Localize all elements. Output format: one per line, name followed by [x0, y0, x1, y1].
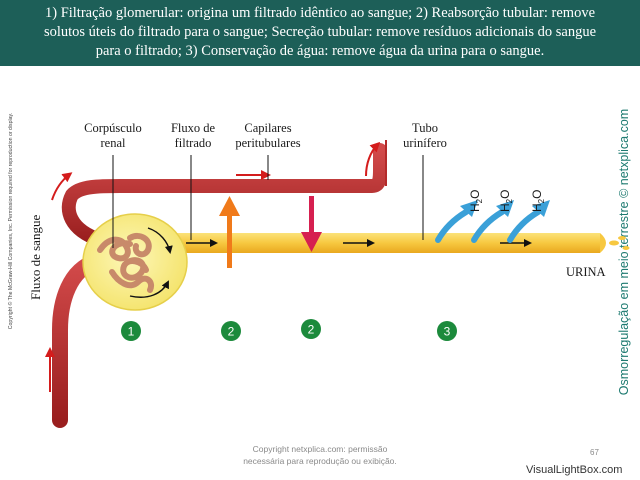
label-tubo-line2: urinífero	[403, 136, 447, 150]
water-arrow-1	[435, 209, 469, 243]
secretion-arrow	[301, 196, 322, 252]
svg-text:H2O: H2O	[468, 190, 484, 212]
header-banner: 1) Filtração glomerular: origina um filt…	[0, 0, 640, 66]
step-badge-1: 1	[121, 321, 141, 341]
h2o-label-2: H2O	[498, 190, 514, 212]
step-badge-2b-number: 2	[308, 323, 315, 337]
brand-link[interactable]: VisualLightBox.com	[526, 464, 623, 476]
water-arrow-3	[507, 209, 541, 243]
header-line-2: solutos úteis do filtrado para o sangue;…	[43, 24, 597, 40]
svg-text:H2O: H2O	[498, 190, 514, 212]
peritubular-capillary	[61, 143, 387, 247]
label-corpusculo-line1: Corpúsculo	[84, 121, 142, 135]
capsule-flow-arrow-bottom	[129, 280, 169, 298]
page-number: 67	[590, 448, 599, 457]
glomerulus	[97, 232, 154, 293]
label-tubo-line1: Tubo	[412, 121, 438, 135]
step-badge-2b: 2	[301, 319, 321, 339]
label-fluxo-filtrado-line1: Fluxo de	[171, 121, 216, 135]
h2o-label-3: H2O	[530, 190, 546, 212]
svg-text:H2O: H2O	[530, 190, 546, 212]
water-arrow-heads	[460, 200, 550, 217]
step-badge-3: 3	[437, 321, 457, 341]
leader-lines	[112, 155, 424, 248]
label-corpusculo-line2: renal	[101, 136, 127, 150]
blood-arrow-exit	[365, 141, 381, 177]
reabsorption-arrow	[219, 196, 240, 268]
blood-arrow-upper	[51, 172, 73, 201]
label-urina: URINA	[566, 265, 606, 279]
renal-corpuscle	[82, 213, 188, 311]
label-fluxo-filtrado-line2: filtrado	[175, 136, 212, 150]
tubule-body	[150, 233, 600, 253]
water-arrows	[435, 209, 541, 243]
header-line-1: 1) Filtração glomerular: origina um filt…	[44, 5, 596, 21]
step-badge-2a: 2	[221, 321, 241, 341]
footer-line-1: Copyright netxplica.com: permissão	[252, 444, 388, 454]
urine-drops	[609, 236, 630, 250]
step-badge-1-number: 1	[128, 325, 135, 339]
footer-copyright: Copyright netxplica.com: permissão neces…	[200, 443, 440, 467]
tubule-end	[600, 233, 606, 253]
label-capilares-line2: peritubulares	[235, 136, 300, 150]
water-arrow-2	[471, 209, 505, 243]
urinary-tubule	[150, 233, 606, 253]
blood-flow-arrows	[45, 141, 381, 392]
step-badge-2a-number: 2	[228, 325, 235, 339]
capsule-flow-arrow-top	[147, 227, 173, 254]
footer-line-2: necessária para reprodução ou exibição.	[243, 456, 397, 466]
label-fluxo-sangue: Fluxo de sangue	[28, 215, 43, 300]
step-badge-3-number: 3	[444, 325, 451, 339]
h2o-label-1: H2O	[468, 190, 484, 212]
label-capilares-line1: Capilares	[244, 121, 291, 135]
header-line-3: para o filtrado; 3) Conservação de água:…	[95, 43, 545, 59]
